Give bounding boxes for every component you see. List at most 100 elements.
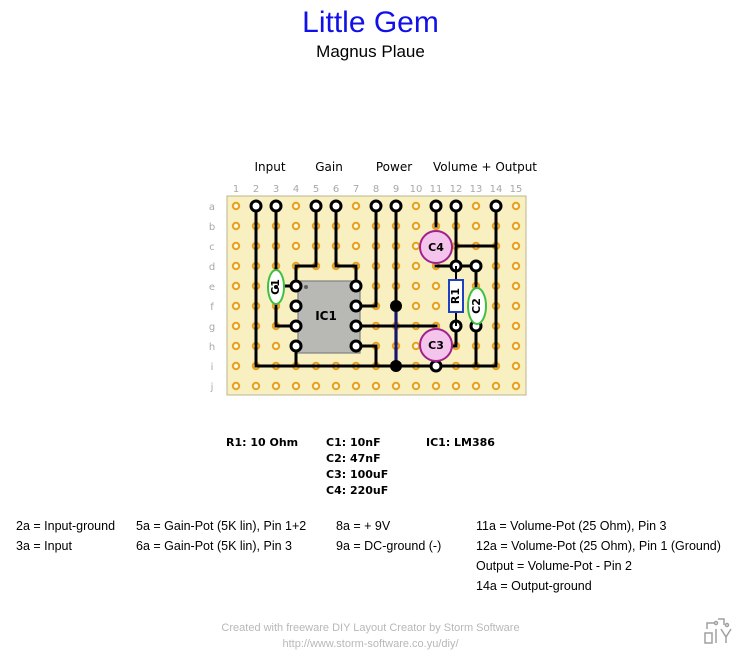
board-pad [511, 221, 521, 231]
board-pad [391, 381, 401, 391]
c1-label: C1 [269, 279, 282, 295]
capacitor-c3: C3 [419, 328, 453, 362]
board-pad [411, 281, 421, 291]
board-pad [291, 201, 301, 211]
column-number: 10 [410, 184, 423, 195]
board-pad [371, 381, 381, 391]
board-pad [431, 281, 441, 291]
section-label-input: Input [254, 160, 285, 174]
column-number: 8 [373, 184, 379, 195]
column-number: 12 [450, 184, 463, 195]
board-pad [231, 381, 241, 391]
part-c4: C4: 220uF [326, 484, 389, 497]
row-letter: f [210, 302, 214, 313]
parts-capacitors: C1: 10nF C2: 47nF C3: 100uF C4: 220uF [326, 435, 388, 499]
board-pad [511, 261, 521, 271]
column-number: 5 [313, 184, 319, 195]
board-pad [331, 381, 341, 391]
notes-volume-output: 11a = Volume-Pot (25 Ohm), Pin 3 12a = V… [476, 516, 721, 596]
column-number: 1 [233, 184, 239, 195]
board-pad [411, 201, 421, 211]
note-12a: 12a = Volume-Pot (25 Ohm), Pin 1 (Ground… [476, 539, 721, 553]
note-8a: 8a = + 9V [336, 519, 391, 533]
section-label-gain: Gain [315, 160, 343, 174]
page-subtitle: Magnus Plaue [316, 42, 425, 61]
part-c3: C3: 100uF [326, 468, 389, 481]
board-pad [351, 381, 361, 391]
board-pad [411, 241, 421, 251]
board-pad [231, 261, 241, 271]
c4-label: C4 [428, 241, 444, 254]
board-pad [231, 201, 241, 211]
board-pad [471, 381, 481, 391]
board-pad [231, 321, 241, 331]
board-pad [431, 381, 441, 391]
ic1-label: IC1 [315, 309, 337, 323]
board-pad [291, 241, 301, 251]
row-letter: c [209, 242, 215, 253]
column-number: 2 [253, 184, 259, 195]
column-number: 6 [333, 184, 339, 195]
board-pad [511, 381, 521, 391]
board-pad [231, 221, 241, 231]
board-pad [351, 241, 361, 251]
note-11a: 11a = Volume-Pot (25 Ohm), Pin 3 [476, 519, 667, 533]
board-pad [231, 241, 241, 251]
parts-ics: IC1: LM386 [426, 435, 495, 451]
note-3a: 3a = Input [16, 539, 72, 553]
notes-gain: 5a = Gain-Pot (5K lin), Pin 1+2 6a = Gai… [136, 516, 306, 556]
column-number: 15 [510, 184, 523, 195]
parts-resistors: R1: 10 Ohm [226, 435, 298, 451]
capacitor-c1: C1 [267, 269, 285, 305]
board-pad [271, 341, 281, 351]
notes-input: 2a = Input-ground 3a = Input [16, 516, 115, 556]
note-2a: 2a = Input-ground [16, 519, 116, 533]
board-pad [511, 321, 521, 331]
part-c2: C2: 47nF [326, 452, 381, 465]
footer-url[interactable]: http://www.storm-software.co.yu/diy/ [282, 638, 459, 650]
r1-label: R1 [449, 288, 462, 304]
notes-power: 8a = + 9V 9a = DC-ground (-) [336, 516, 441, 556]
board-pad [251, 381, 261, 391]
board-pad [411, 381, 421, 391]
board-pad [291, 221, 301, 231]
column-number: 13 [470, 184, 483, 195]
part-c1: C1: 10nF [326, 436, 381, 449]
board-pad [411, 341, 421, 351]
board-pad [311, 381, 321, 391]
board-pad [351, 221, 361, 231]
c2-label: C2 [470, 298, 483, 314]
c3-label: C3 [428, 339, 444, 352]
ic1-pin1-dot [304, 285, 308, 289]
board-pad [231, 281, 241, 291]
column-number: 7 [353, 184, 359, 195]
section-label-power: Power [376, 160, 412, 174]
column-number: 14 [490, 184, 503, 195]
board-pad [431, 301, 441, 311]
column-number: 3 [273, 184, 279, 195]
board-pad [511, 361, 521, 371]
board-pad [491, 381, 501, 391]
row-letter: a [209, 202, 215, 213]
row-letter: h [209, 342, 215, 353]
board-pad [231, 341, 241, 351]
row-letter: e [209, 282, 215, 293]
board-pad [411, 221, 421, 231]
capacitor-c4: C4 [419, 230, 453, 264]
board-pad [411, 301, 421, 311]
part-ic1: IC1: LM386 [426, 436, 495, 449]
board-pad [231, 361, 241, 371]
ic1-body [297, 280, 361, 354]
note-5a: 5a = Gain-Pot (5K lin), Pin 1+2 [136, 519, 307, 533]
column-number: 4 [293, 184, 299, 195]
board-pad [271, 381, 281, 391]
part-r1: R1: 10 Ohm [226, 436, 299, 449]
board-pad [471, 221, 481, 231]
footer-credit: Created with freeware DIY Layout Creator… [221, 622, 520, 634]
board-pad [451, 381, 461, 391]
resistor-r1: R1 [448, 266, 464, 326]
page-title: Little Gem [302, 6, 439, 39]
